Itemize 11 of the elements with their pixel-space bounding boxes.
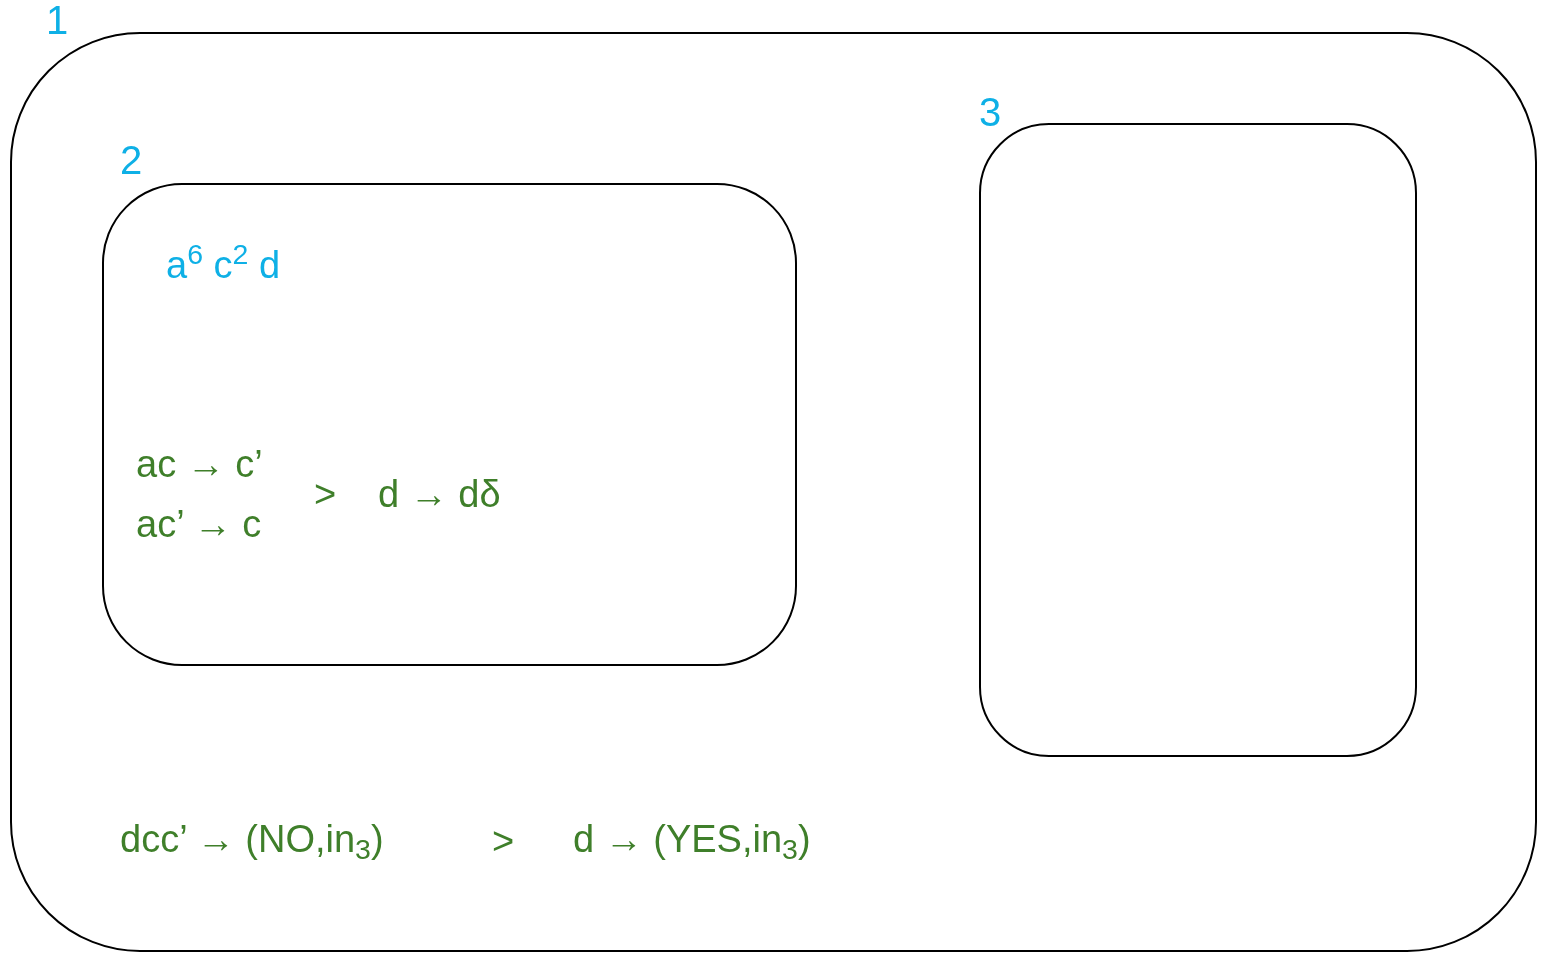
rule-text: d → (YES,in$_{3}$) xyxy=(573,820,811,858)
rule-text: dcc’ → (NO,in$_{3}$) xyxy=(120,820,384,858)
rule-text: > xyxy=(314,475,337,513)
membrane-number: 1 xyxy=(46,0,69,40)
rule-text: ac → c’ xyxy=(136,445,263,483)
rule-text: ac’ → c xyxy=(136,505,262,543)
rule-text: d → dδ xyxy=(378,475,501,513)
membrane-number: 3 xyxy=(979,92,1002,132)
multiset-text: a$^{6}$ c$^{2}$ d xyxy=(166,246,281,284)
rule-text: > xyxy=(492,822,515,860)
membrane-number: 2 xyxy=(120,140,143,180)
